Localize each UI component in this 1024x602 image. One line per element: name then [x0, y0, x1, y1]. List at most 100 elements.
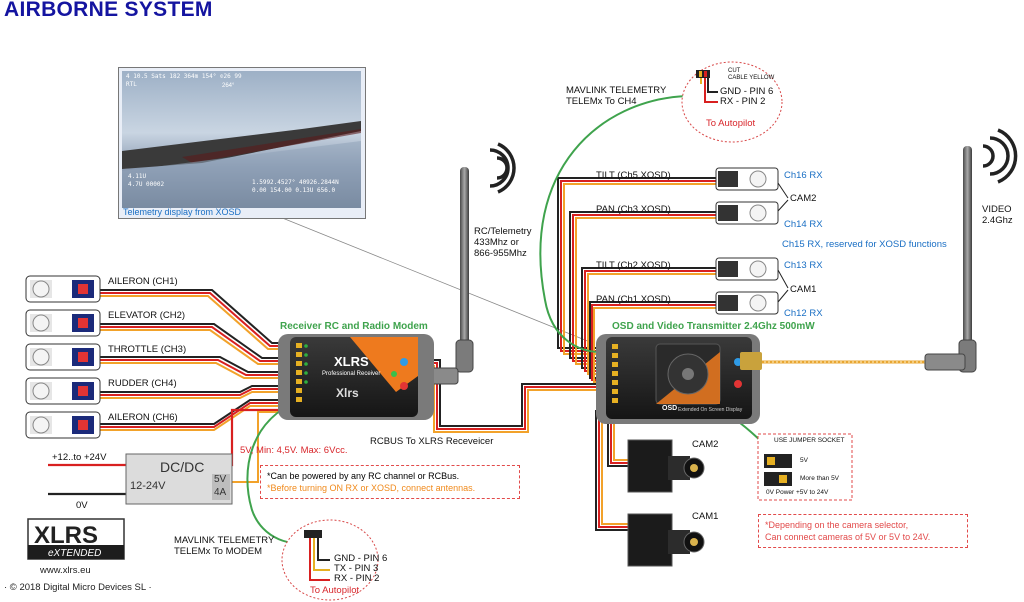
- jumper-title: USE JUMPER SOCKET: [774, 437, 845, 444]
- jumper-footer: 0V Power +5V to 24V: [766, 489, 829, 496]
- camera-cables: [595, 410, 628, 531]
- video-label-line: VIDEO: [982, 204, 1012, 215]
- svg-text:eXTENDED: eXTENDED: [48, 548, 101, 559]
- ch13-label: Ch13 RX: [784, 260, 823, 271]
- pin-label: RX - PIN 2: [720, 96, 766, 107]
- cam-selector-arrows: [777, 182, 789, 303]
- gimbal-servos: [715, 167, 779, 315]
- osd-heading: 264°: [222, 83, 235, 89]
- gimbal-label-pan-ch1: PAN (Ch1 XOSD): [596, 294, 671, 305]
- ch16-label: Ch16 RX: [784, 170, 823, 181]
- osd-caption: Telemetry display from XOSD: [123, 207, 242, 217]
- ground-label: 0V: [76, 500, 88, 511]
- camera-cam2: [627, 439, 705, 493]
- power-input-label: +12..to +24V: [52, 452, 107, 463]
- mavlink-top-autopilot: To Autopilot: [706, 118, 756, 129]
- camera-cam2-label: CAM2: [692, 439, 719, 450]
- pin-label: TX - PIN 3: [334, 563, 379, 574]
- pin-label: GND - PIN 6: [334, 553, 388, 564]
- dcdc-converter: [125, 453, 233, 505]
- mavlink-top-title: MAVLINK TELEMETRY TELEMx To CH4: [566, 85, 666, 107]
- osd-tx-model: OSD: [662, 405, 678, 412]
- osd-line: 4 10.5 Sats 182 364m 154° ⊙26 99: [126, 73, 242, 80]
- rcbus-label: RCBUS To XLRS Receveicer: [370, 436, 494, 447]
- osd-screen: 4 10.5 Sats 182 364m 154° ⊙26 99 RTL 264…: [122, 71, 361, 208]
- video-label: VIDEO 2.4Ghz: [982, 204, 1013, 226]
- rc-label-line: RC/Telemetry: [474, 226, 532, 237]
- wing-illustration: [122, 121, 361, 208]
- cut-line: CABLE YELLOW: [728, 75, 775, 81]
- osd-tx-sub: Extended On Screen Display: [678, 407, 743, 413]
- receiver-subtitle: Professional Receiver: [322, 371, 381, 377]
- video-antenna: [924, 128, 1018, 373]
- osd-transmitter-box: [596, 334, 762, 424]
- osd-overlay-bottom: 4.11U 4.7U 00002: [128, 173, 164, 189]
- mavlink-title-line: TELEMx To CH4: [566, 96, 637, 107]
- receiver-brand: XLRS: [334, 354, 369, 369]
- cam2-selector-label: CAM2: [790, 193, 817, 204]
- rc-label-line: 433Mhz or: [474, 237, 519, 248]
- camera-note-box: *Depending on the camera selector, Can c…: [758, 514, 968, 548]
- mavlink-title-line: TELEMx To MODEM: [174, 546, 262, 557]
- power-note-line2: *Before turning ON RX or XOSD, connect a…: [267, 483, 476, 493]
- jumper-more: More than 5V: [800, 475, 840, 482]
- power-note-box: *Can be powered by any RC channel or RCB…: [260, 465, 520, 499]
- video-label-line: 2.4Ghz: [982, 215, 1013, 226]
- dcdc-output-voltage: 5V: [214, 474, 227, 485]
- gimbal-label-pan-ch3: PAN (Ch3 XOSD): [596, 204, 671, 215]
- osd-telemetry-display: 4 10.5 Sats 182 364m 154° ⊙26 99 RTL 264…: [118, 67, 366, 219]
- mavlink-bottom-title: MAVLINK TELEMETRY TELEMx To MODEM: [174, 535, 274, 557]
- servo-label-throttle: THROTTLE (CH3): [108, 344, 187, 355]
- gimbal-label-tilt-ch5: TILT (Ch5 XOSD): [596, 170, 671, 181]
- cut-line: CUT: [728, 68, 741, 74]
- receiver-power-note: 5V, Min: 4,5V. Max: 6Vcc.: [240, 445, 348, 456]
- osd-line: 4.11U: [128, 173, 147, 180]
- cam1-selector-label: CAM1: [790, 284, 817, 295]
- rc-antenna: [417, 142, 516, 385]
- servo-label-aileron-ch1: AILERON (CH1): [108, 276, 178, 287]
- mavlink-title-line: MAVLINK TELEMETRY: [174, 535, 275, 546]
- gimbal-label-tilt-ch2: TILT (Ch2 XOSD): [596, 260, 671, 271]
- osd-overlay: 4 10.5 Sats 182 364m 154° ⊙26 99 RTL: [126, 73, 242, 89]
- osd-line: 1.5992.4527° 40926.2844N: [252, 179, 339, 186]
- osd-line: 4.7U 00002: [128, 181, 165, 188]
- servo-label-rudder: RUDDER (CH4): [108, 378, 177, 389]
- receiver-model: Xlrs: [336, 386, 359, 400]
- servo-label-aileron-ch6: AILERON (CH6): [108, 412, 178, 423]
- camera-note-line1: *Depending on the camera selector,: [765, 520, 909, 530]
- pin-label: RX - PIN 2: [334, 573, 380, 584]
- copyright: · © 2018 Digital Micro Devices SL ·: [4, 582, 152, 593]
- cut-cable-note: CUT CABLE YELLOW: [728, 68, 774, 82]
- servo-label-elevator: ELEVATOR (CH2): [108, 310, 186, 321]
- rc-label-line: 866-955Mhz: [474, 248, 527, 259]
- mavlink-bottom-pins: GND - PIN 6 TX - PIN 3 RX - PIN 2: [334, 554, 387, 584]
- svg-text:XLRS: XLRS: [34, 522, 98, 549]
- mavlink-bottom-connector: [304, 530, 330, 581]
- ch15-reserved-label: Ch15 RX, reserved for XOSD functions: [782, 239, 947, 250]
- page-title: AIRBORNE SYSTEM: [4, 0, 213, 21]
- dcdc-output-current: 4A: [214, 487, 227, 498]
- mavlink-top-link: [539, 95, 687, 353]
- receiver-box: [278, 334, 434, 420]
- dcdc-title: DC/DC: [160, 459, 205, 475]
- mavlink-top-pins: GND - PIN 6 RX - PIN 2: [720, 87, 773, 107]
- ch14-label: Ch14 RX: [784, 219, 823, 230]
- power-note-line1: *Can be powered by any RC channel or RCB…: [267, 471, 460, 481]
- camera-note-line2: Can connect cameras of 5V or 5V to 24V.: [765, 532, 931, 542]
- mavlink-bottom-autopilot: To Autopilot: [310, 585, 360, 596]
- camera-cam1: [627, 513, 705, 567]
- website[interactable]: www.xlrs.eu: [40, 565, 91, 576]
- osd-line: RTL: [126, 81, 137, 88]
- xlrs-logo: XLRS eXTENDED: [27, 518, 125, 560]
- osd-pointer-line: [269, 212, 591, 343]
- jumper-5v: 5V: [800, 457, 808, 464]
- mavlink-top-connector: [696, 70, 718, 103]
- osd-line: 0.00 154.00 0.13U 656.0: [252, 187, 336, 194]
- mavlink-title-line: MAVLINK TELEMETRY: [566, 85, 667, 96]
- osd-tx-title: OSD and Video Transmitter 2.4Ghz 500mW: [612, 321, 815, 332]
- left-servos: [25, 275, 101, 439]
- xlrs-logo-area[interactable]: [28, 519, 124, 559]
- dcdc-input: 12-24V: [130, 480, 166, 492]
- pin-label: GND - PIN 6: [720, 86, 774, 97]
- jumper-box: [757, 433, 853, 501]
